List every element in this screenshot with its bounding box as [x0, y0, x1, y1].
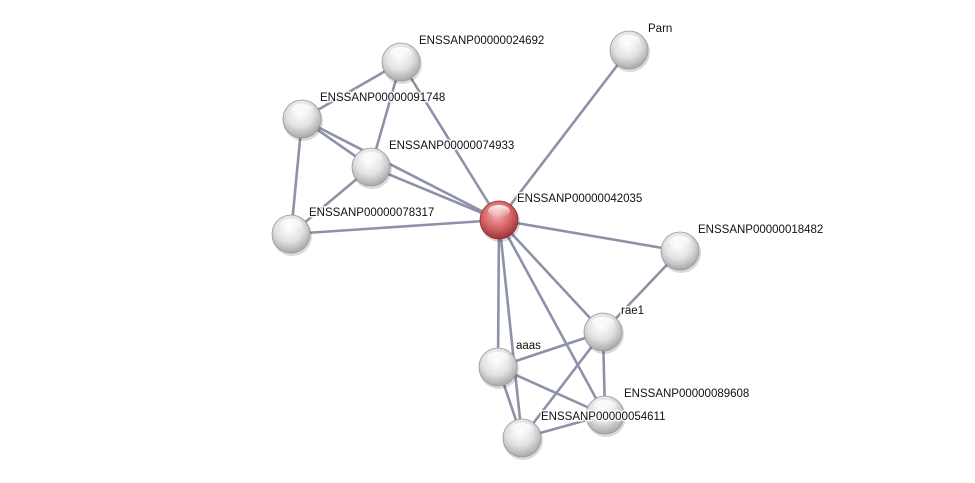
node-n91748[interactable] [282, 99, 323, 141]
node-label: ENSSANP00000054611 [541, 411, 665, 423]
node-label: rae1 [621, 305, 644, 317]
node-n54611[interactable] [502, 418, 543, 460]
node-label: ENSSANP00000024692 [419, 35, 544, 47]
edge-n74933-n42035[interactable] [370, 165, 500, 222]
edge-n42035-rae1[interactable] [498, 219, 604, 333]
node-label: ENSSANP00000074933 [389, 140, 514, 152]
node-label: aaas [516, 340, 541, 352]
node-label: ENSSANP00000018482 [698, 224, 823, 236]
node-label: ENSSANP00000089608 [624, 388, 749, 400]
node-parn[interactable] [609, 30, 650, 72]
edge-n42035-n18482[interactable] [498, 218, 681, 253]
edge-n91748-n42035[interactable] [301, 117, 500, 222]
node-label: ENSSANP00000042035 [517, 193, 642, 205]
edge-aaas-n89608[interactable] [497, 365, 606, 417]
node-aaas[interactable] [478, 347, 519, 389]
node-label: ENSSANP00000091748 [320, 92, 445, 104]
edge-n42035-parn[interactable] [497, 49, 631, 221]
node-rae1[interactable] [583, 312, 624, 354]
node-n24692[interactable] [381, 42, 422, 84]
edge-n24692-n42035[interactable] [399, 61, 501, 221]
node-n74933[interactable] [351, 147, 392, 189]
node-n42035[interactable] [479, 200, 520, 242]
edge-n78317-n42035[interactable] [290, 218, 500, 236]
node-label: Parn [648, 23, 672, 35]
node-n89608[interactable] [585, 395, 626, 437]
edge-n42035-n54611[interactable] [497, 219, 524, 439]
edge-n42035-aaas[interactable] [496, 219, 501, 368]
node-n18482[interactable] [660, 231, 701, 273]
edge-rae1-n54611[interactable] [520, 331, 605, 439]
node-label: ENSSANP00000078317 [309, 207, 434, 219]
node-n78317[interactable] [271, 214, 312, 256]
edge-n42035-n89608[interactable] [497, 219, 607, 416]
